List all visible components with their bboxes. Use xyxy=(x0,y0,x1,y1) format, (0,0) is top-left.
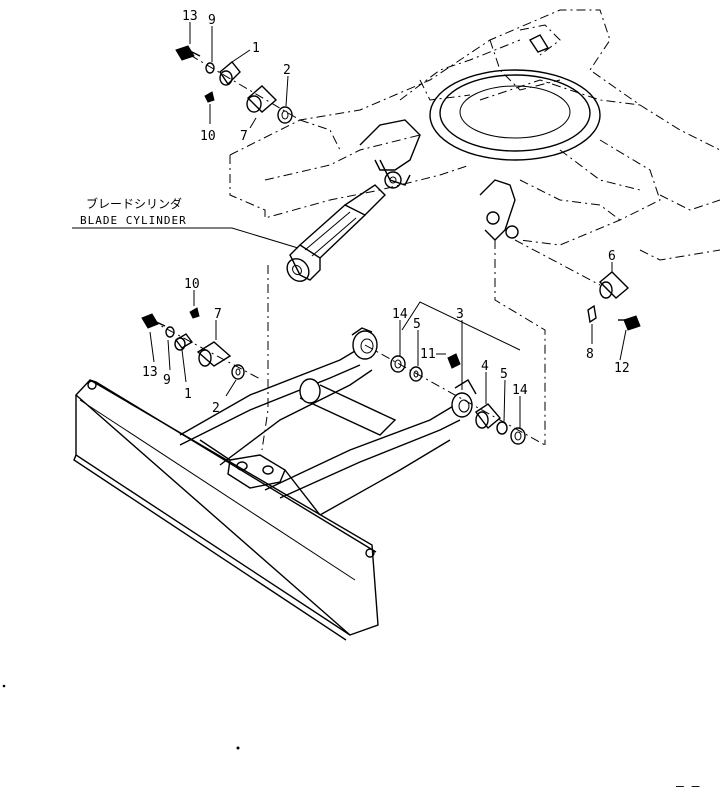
label-lower-5b: 5 xyxy=(500,367,508,382)
label-lower-9: 9 xyxy=(163,373,171,388)
blade-cylinder xyxy=(286,184,386,282)
upper-pin-group xyxy=(175,22,301,129)
caption-leader-line xyxy=(72,227,299,249)
caption-en: BLADE CYLINDER xyxy=(80,214,187,227)
corner-mark: — — xyxy=(676,779,700,794)
caption-jp: ブレードシリンダ xyxy=(86,196,182,211)
blade-assembly xyxy=(73,327,473,641)
stray-dot xyxy=(236,746,240,750)
label-lower-10: 10 xyxy=(184,277,200,292)
label-lower-14b: 14 xyxy=(512,383,528,398)
label-lower-14a: 14 xyxy=(392,307,408,322)
label-lower-2: 2 xyxy=(212,401,220,416)
label-upper-6: 6 xyxy=(608,249,616,264)
label-upper-7: 7 xyxy=(240,129,248,144)
label-lower-7: 7 xyxy=(214,307,222,322)
label-lower-1: 1 xyxy=(184,387,192,402)
right-pin-group xyxy=(494,239,641,445)
lower-right-pin-group xyxy=(364,301,546,446)
label-lower-5a: 5 xyxy=(413,317,421,332)
stray-dot xyxy=(2,684,6,688)
label-upper-8: 8 xyxy=(586,347,594,362)
label-upper-2: 2 xyxy=(283,63,291,78)
label-lower-13: 13 xyxy=(142,365,158,380)
connector-cylinder-down xyxy=(261,265,269,451)
label-upper-1: 1 xyxy=(252,41,260,56)
label-upper-9: 9 xyxy=(208,13,216,28)
lower-left-pin-group xyxy=(141,290,263,397)
label-lower-3: 3 xyxy=(456,307,464,322)
label-upper-13: 13 xyxy=(182,9,198,24)
label-upper-12: 12 xyxy=(614,361,630,376)
label-upper-10: 10 xyxy=(200,129,216,144)
label-lower-11: 11 xyxy=(420,347,436,362)
track-frame xyxy=(229,9,721,261)
label-lower-4: 4 xyxy=(481,359,489,374)
